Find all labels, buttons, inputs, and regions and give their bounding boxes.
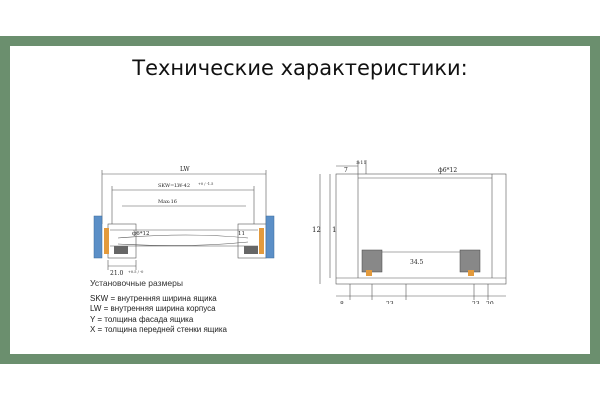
bottom-tolerance: +0.5 / -0 xyxy=(128,270,143,274)
twenty-three-b-label: 23 xyxy=(472,301,480,304)
eight-label: 8 xyxy=(340,301,344,304)
green-frame: Технические характеристики: xyxy=(0,36,600,364)
legend-item: LW = внутренняя ширина корпуса xyxy=(90,304,216,313)
twenty-label: 20 xyxy=(486,301,494,304)
page-title: Технические характеристики: xyxy=(132,56,468,80)
right-section-diagram: ≥11 7 ф6*12 12 1 34.5 8 23 23 20 xyxy=(312,160,507,304)
bottom-dim-label: 21.0 xyxy=(110,270,124,277)
hole-label: ф6*12 xyxy=(132,230,150,237)
max-label: Max:16 xyxy=(158,199,177,205)
seven-label: 7 xyxy=(344,167,348,174)
legend-heading: Установочные размеры xyxy=(90,278,183,288)
eleven-label: 11 xyxy=(238,231,245,237)
left-drawer-diagram: LW SKW=LW-42 +0 / -1.5 Max:16 ф6*12 11 2… xyxy=(93,166,275,277)
legend-item: X = толщина передней стенки ящика xyxy=(90,325,227,334)
legend-item: SKW = внутренняя ширина ящика xyxy=(90,293,217,303)
legend-item: Y = толщина фасада ящика xyxy=(90,314,194,324)
legend: Установочные размеры SKW = внутренняя ши… xyxy=(90,278,227,336)
content-card: Технические характеристики: xyxy=(10,46,590,354)
twenty-three-label: 23 xyxy=(386,301,394,304)
right-hole-label: ф6*12 xyxy=(438,167,457,174)
lw-label: LW xyxy=(180,166,190,173)
twelve-label: 12 xyxy=(312,226,321,234)
skw-label: SKW=LW-42 xyxy=(158,183,190,189)
skw-tolerance: +0 / -1.5 xyxy=(198,182,213,186)
one-label: 1 xyxy=(332,226,336,234)
thirty-four-label: 34.5 xyxy=(410,259,424,266)
top-small-label: ≥11 xyxy=(356,160,367,166)
